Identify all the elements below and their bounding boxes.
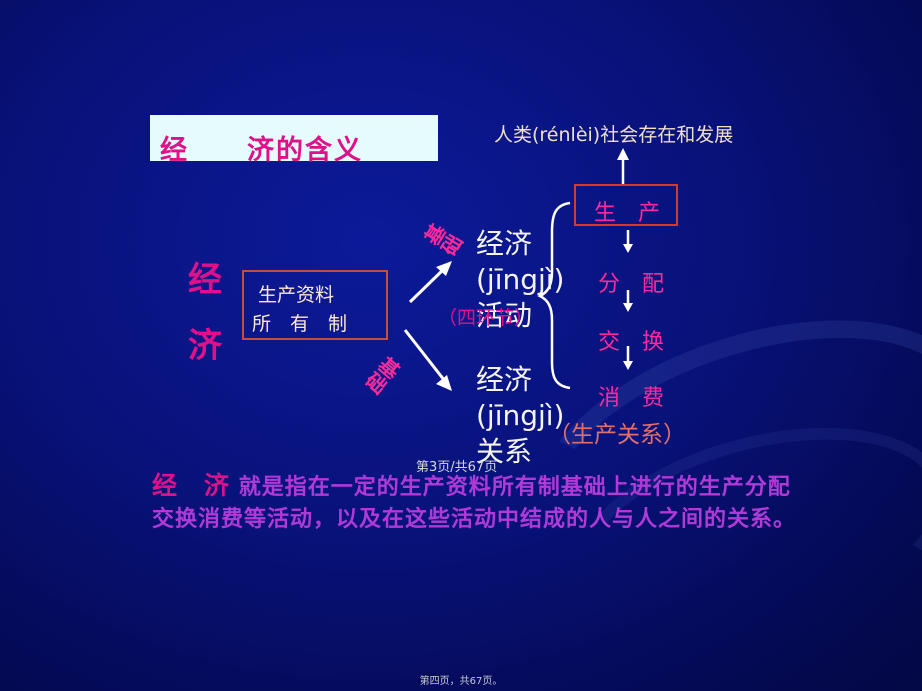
ownership-line1: 生产资料 <box>258 284 335 306</box>
production-highlight-box <box>574 184 678 226</box>
ownership-box <box>242 270 388 340</box>
left-char-jing: 经 <box>188 260 222 300</box>
slide-title: 经 济的含义 <box>160 135 363 166</box>
step-exchange: 交 换 <box>598 330 665 355</box>
definition-text: 就是指在一定的生产资料所有制基础上进行的生产分配交换消费等活动，以及在这些活动中… <box>152 475 797 532</box>
step-production: 生 产 <box>594 201 661 226</box>
four-links: （四环节） <box>438 307 534 329</box>
footer-page-count: 第四页，共67页。 <box>419 676 503 687</box>
top-goal: 人类(rénlèi)社会存在和发展 <box>494 124 734 146</box>
step-consumption: 消 费 <box>598 386 665 411</box>
ownership-line2: 所 有 制 <box>252 313 348 335</box>
left-char-ji: 济 <box>188 326 222 366</box>
economic-relation: 经济(jīngjì)关系 <box>476 363 565 468</box>
definition-paragraph: 经 济 就是指在一定的生产资料所有制基础上进行的生产分配交换消费等活动，以及在这… <box>152 470 802 536</box>
production-relation: （生产关系） <box>548 422 686 448</box>
economic-activity: 经济(jīngjì)活动 <box>476 227 565 332</box>
title-box <box>150 115 438 161</box>
step-distribution: 分 配 <box>598 272 665 297</box>
page-marker: 第3页/共67页 <box>416 460 498 475</box>
definition-lead: 经 济 <box>152 471 231 500</box>
